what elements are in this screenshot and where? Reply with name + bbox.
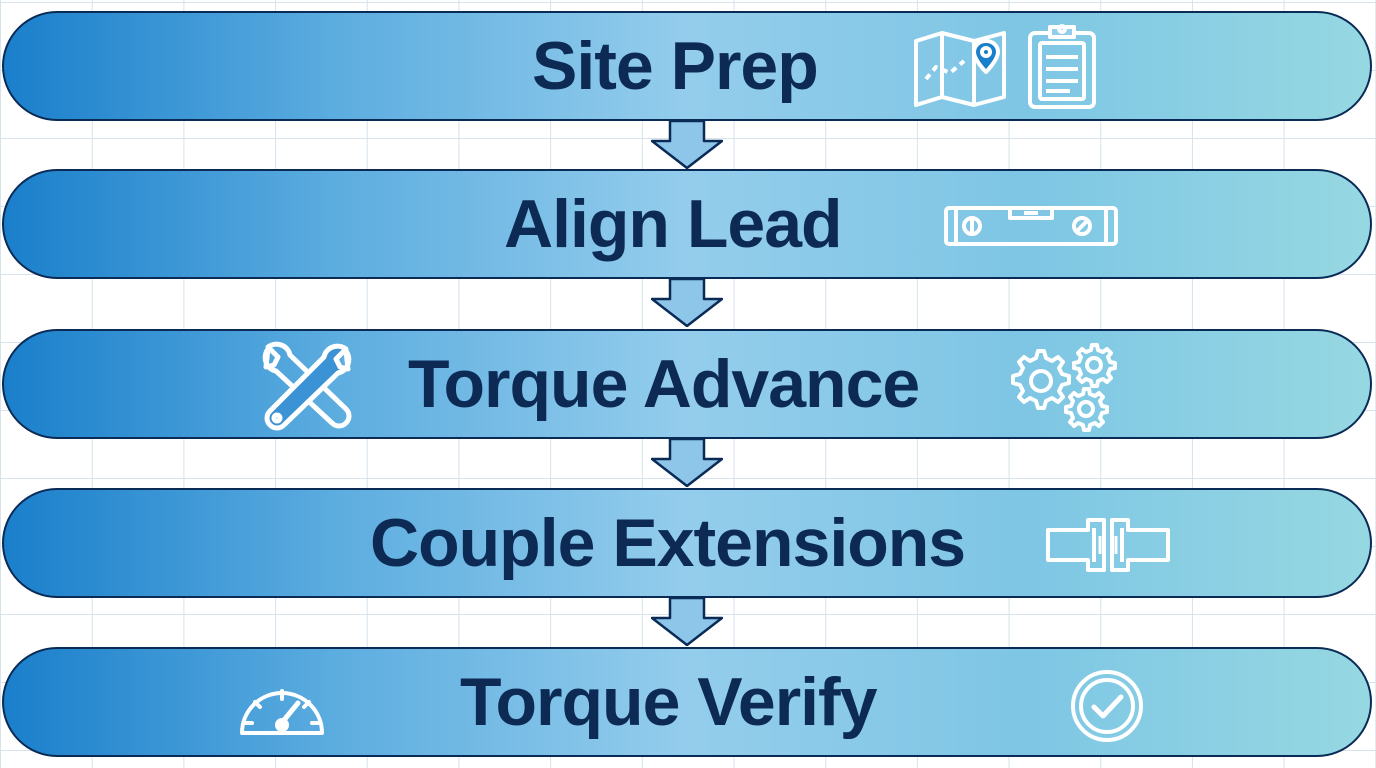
checkmark-circle-icon	[1070, 669, 1144, 743]
step-align-lead: Align Lead	[2, 169, 1372, 279]
step-label: Align Lead	[504, 186, 843, 262]
step-label: Couple Extensions	[370, 505, 966, 581]
step-label: Torque Verify	[460, 664, 878, 740]
gauge-icon	[236, 671, 328, 739]
flow-arrow	[651, 121, 723, 169]
gears-icon	[1008, 341, 1126, 433]
wrench-cross-icon	[258, 341, 356, 431]
flow-arrow	[651, 439, 723, 487]
step-label: Torque Advance	[408, 346, 920, 422]
coupling-icon	[1044, 514, 1172, 576]
step-couple-extensions: Couple Extensions	[2, 488, 1372, 598]
flow-arrow	[651, 279, 723, 327]
step-torque-advance: Torque Advance	[2, 329, 1372, 439]
spirit-level-icon	[942, 204, 1120, 248]
step-torque-verify: Torque Verify	[2, 647, 1372, 757]
map-icon	[912, 27, 1008, 107]
step-label: Site Prep	[532, 28, 819, 104]
clipboard-icon	[1026, 23, 1098, 111]
flow-arrow	[651, 598, 723, 646]
step-site-prep: Site Prep	[2, 11, 1372, 121]
